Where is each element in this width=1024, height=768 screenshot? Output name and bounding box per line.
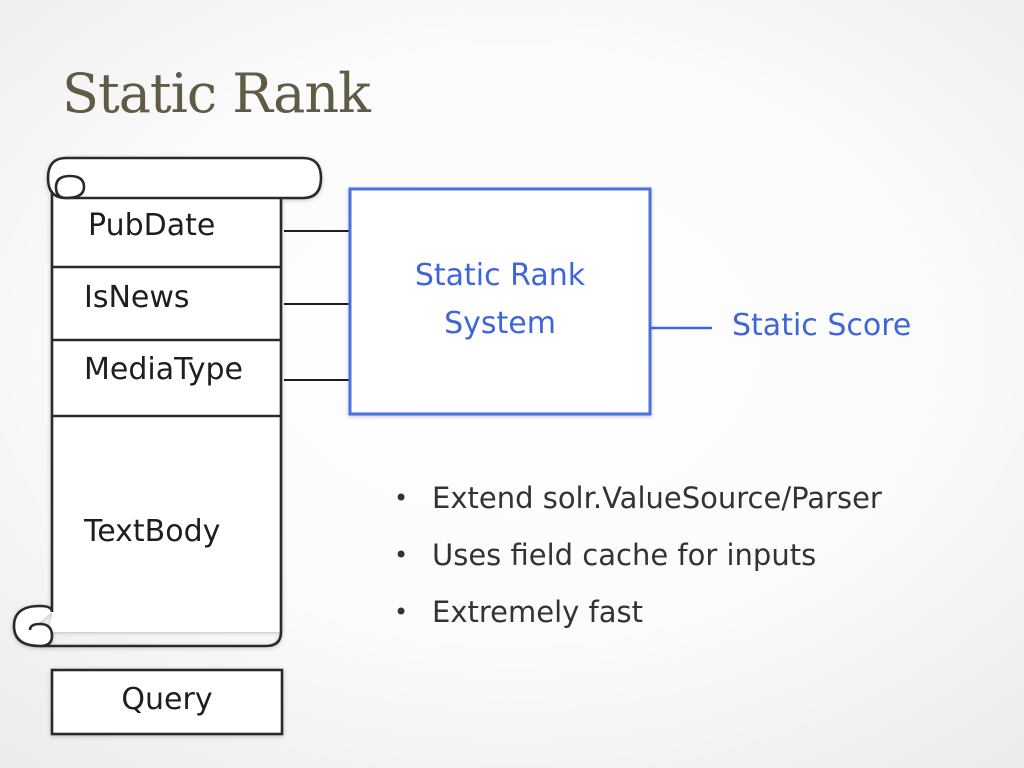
bullet-list: • Extend solr.ValueSource/Parser • Uses …: [392, 470, 882, 641]
system-label-line1: Static Rank: [414, 258, 586, 293]
bullet-dot-icon: •: [394, 484, 409, 512]
bullet-item: • Extend solr.ValueSource/Parser: [392, 470, 882, 527]
field-label-mediatype: MediaType: [84, 352, 244, 387]
scroll-bottom-curl: [12, 604, 54, 648]
query-box: [50, 668, 284, 736]
scroll-body-right-edge: [40, 196, 283, 648]
scroll-top-curl: [54, 174, 86, 200]
field-label-pubdate: PubDate: [88, 208, 216, 243]
static-rank-system-box: [348, 187, 652, 416]
bullet-text: Extend solr.ValueSource/Parser: [432, 481, 882, 515]
static-score-label: Static Score: [732, 308, 912, 343]
bullet-item: • Uses field cache for inputs: [392, 527, 882, 584]
bullet-dot-icon: •: [394, 541, 409, 569]
field-label-isnews: IsNews: [84, 280, 190, 315]
system-label-line2: System: [444, 306, 556, 341]
scroll-top-roll: [46, 156, 323, 200]
scroll-body: [38, 175, 282, 632]
query-label: Query: [121, 682, 213, 717]
bullet-text: Extremely fast: [432, 595, 643, 629]
scroll-document: [12, 156, 323, 648]
field-label-textbody: TextBody: [84, 514, 221, 549]
static-rank-system-label: Static Rank System: [350, 252, 650, 348]
slide-title: Static Rank: [62, 62, 371, 125]
bullet-item: • Extremely fast: [392, 584, 882, 641]
bullet-text: Uses field cache for inputs: [432, 538, 817, 572]
bullet-dot-icon: •: [394, 598, 409, 626]
